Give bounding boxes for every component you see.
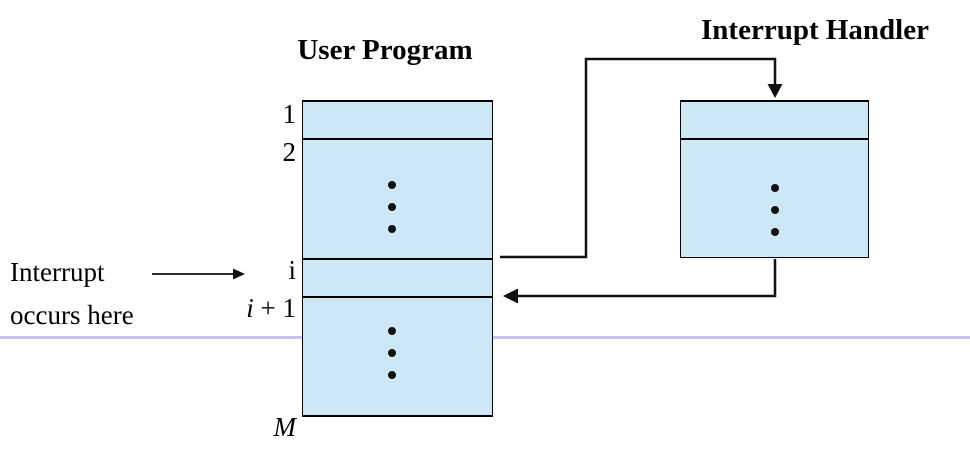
user-program-title: User Program [297, 34, 473, 66]
ellipsis-dot [771, 228, 779, 236]
return-arrowhead-left-icon [503, 288, 518, 304]
ellipsis-dot [388, 371, 396, 379]
ellipsis-dot [771, 206, 779, 214]
ellipsis-dot [388, 225, 396, 233]
row-label-i: i [288, 255, 296, 285]
instruction-divider-i-i1 [303, 295, 492, 298]
interrupt-handler-title: Interrupt Handler [701, 14, 929, 46]
ellipsis-dot [388, 203, 396, 211]
return-arrow-line [517, 259, 777, 298]
vertical-ellipsis-icon [388, 327, 396, 379]
row-label-m: M [273, 412, 297, 442]
user-program-box [302, 100, 493, 417]
row-label-i-plus-1: i + 1 [246, 293, 296, 323]
interrupt-annotation: Interrupt occurs here [10, 251, 134, 337]
row-label-1: 1 [282, 99, 297, 129]
instruction-divider-above-i [303, 257, 492, 260]
ellipsis-dot [388, 181, 396, 189]
ellipsis-dot [388, 349, 396, 357]
interrupt-pointer-arrowhead-icon [233, 268, 245, 280]
vertical-ellipsis-icon [771, 184, 779, 236]
ellipsis-dot [388, 327, 396, 335]
interrupt-annotation-line1: Interrupt [10, 257, 105, 287]
interrupt-annotation-line2: occurs here [10, 300, 134, 330]
call-arrowhead-down-icon [767, 84, 783, 98]
row-label-2: 2 [282, 137, 297, 167]
instruction-divider-1-2 [303, 137, 492, 140]
handler-divider [681, 137, 868, 140]
ellipsis-dot [771, 184, 779, 192]
vertical-ellipsis-icon [388, 181, 396, 233]
